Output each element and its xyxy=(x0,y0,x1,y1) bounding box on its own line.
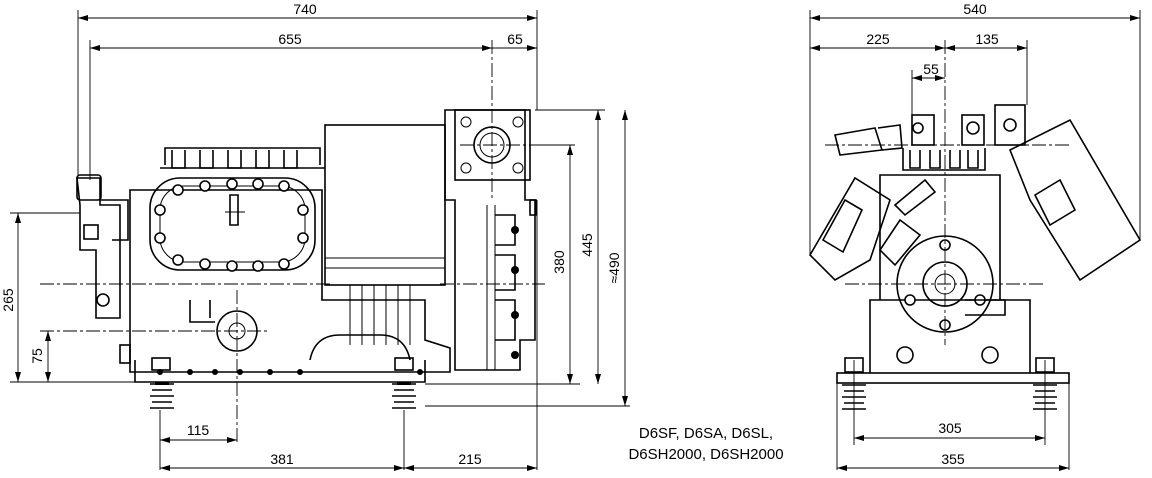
base-bolts xyxy=(157,369,423,375)
dim-port-spacing: 55 xyxy=(923,61,939,77)
front-view: 540 225 135 55 305 355 xyxy=(808,1,1142,471)
front-view-body xyxy=(808,104,1142,410)
dim-flange-offset: 65 xyxy=(507,31,523,47)
mounting-foot-left xyxy=(150,357,174,409)
caption-line-1: D6SF, D6SA, D6SL, xyxy=(639,425,773,442)
dim-height-265: 265 xyxy=(0,288,16,312)
front-view-dimension-lines xyxy=(810,15,1140,471)
dim-right-width: 135 xyxy=(975,31,999,47)
dim-body-length: 655 xyxy=(278,31,302,47)
dim-overall-width: 540 xyxy=(963,1,987,17)
dim-height-445: 445 xyxy=(579,233,595,257)
dim-height-380: 380 xyxy=(551,250,567,274)
dim-rear-offset: 215 xyxy=(458,451,482,467)
dim-base-width: 355 xyxy=(941,451,965,467)
dim-foot-offset: 115 xyxy=(187,422,210,438)
dim-front-foot-spacing: 305 xyxy=(938,420,962,436)
side-view-extension-lines xyxy=(10,10,630,470)
side-view-body xyxy=(76,109,537,409)
front-view-centerlines xyxy=(825,40,1070,345)
front-view-extension-lines xyxy=(809,10,1141,470)
caption-line-2: D6SH2000, D6SH2000 xyxy=(628,446,783,463)
dim-height-490: ≈490 xyxy=(606,252,622,283)
side-view-centerlines xyxy=(40,40,560,445)
model-caption: D6SF, D6SA, D6SL, D6SH2000, D6SH2000 xyxy=(628,425,783,463)
side-view-dimension-lines xyxy=(15,15,628,471)
dim-height-75: 75 xyxy=(29,348,45,364)
dim-left-width: 225 xyxy=(866,31,890,47)
side-view: 740 655 65 265 75 380 445 ≈490 115 381 2… xyxy=(0,1,630,471)
dim-overall-length: 740 xyxy=(293,1,317,17)
cylinder-head-bolts xyxy=(154,178,309,272)
mounting-foot-right xyxy=(392,357,416,409)
dim-foot-spacing: 381 xyxy=(270,451,294,467)
